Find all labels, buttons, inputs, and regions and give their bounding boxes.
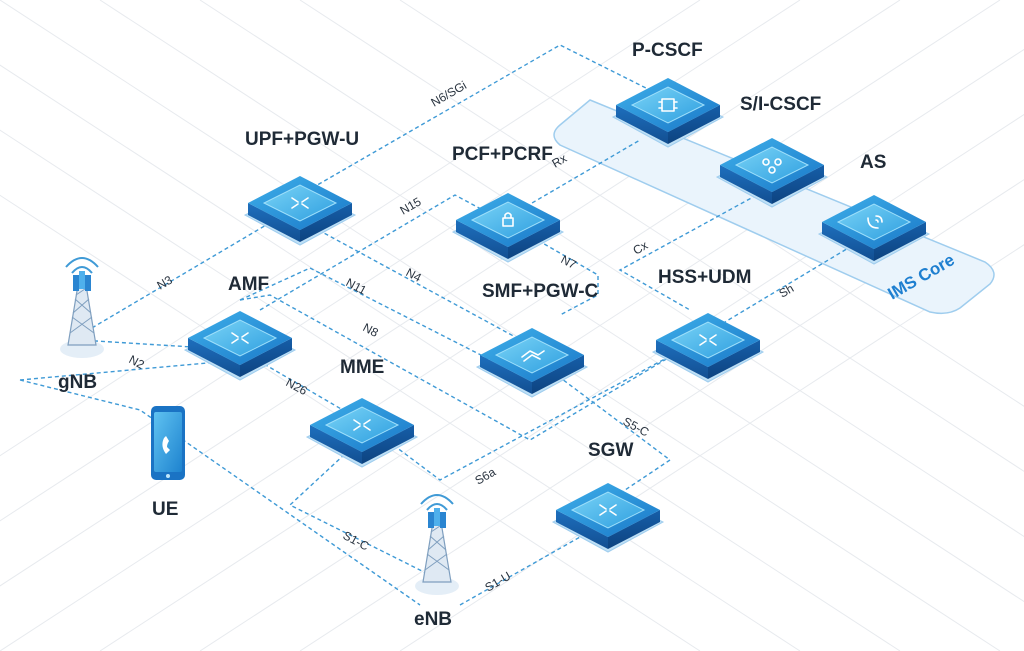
link-n8 — [239, 294, 691, 441]
node-smf-pgw-c — [476, 327, 588, 398]
link-sh — [719, 234, 871, 326]
link-cx — [618, 184, 776, 311]
router-icon — [353, 419, 371, 431]
label-s1-u: S1-U — [483, 569, 514, 595]
label-n7: N7 — [559, 252, 579, 272]
label-upf-pgw-u: UPF+PGW-U — [245, 129, 359, 150]
server-icon — [521, 350, 545, 362]
node-pcf-pcrf — [452, 192, 564, 263]
label-sgw: SGW — [588, 440, 633, 461]
node-p-cscf — [612, 77, 724, 148]
label-n6-sgi: N6/SGi — [429, 78, 470, 109]
link-s5-c — [529, 354, 672, 501]
label-cx: Cx — [631, 238, 651, 257]
link-s6a — [359, 339, 701, 481]
link-ue — [19, 359, 421, 606]
label-n8: N8 — [361, 320, 381, 340]
node-mme — [306, 397, 418, 468]
label-p-cscf: P-CSCF — [632, 40, 703, 61]
enb-tower-icon — [414, 494, 460, 596]
ue-phone-icon — [151, 406, 185, 480]
link-n4 — [299, 219, 531, 346]
links — [19, 44, 871, 606]
router-icon — [231, 332, 249, 344]
node-hss-udm — [652, 312, 764, 383]
label-ue: UE — [152, 499, 178, 520]
node-labels: P-CSCF S/I-CSCF AS UPF+PGW-U PCF+PCRF AM… — [58, 40, 958, 630]
chip-icon — [658, 98, 678, 112]
network-icon — [762, 158, 782, 174]
label-si-cscf: S/I-CSCF — [740, 94, 821, 115]
link-n7 — [519, 229, 599, 316]
label-enb: eNB — [414, 609, 452, 630]
link-rx — [519, 139, 641, 211]
node-sgw — [552, 482, 664, 553]
gnb-tower-icon — [59, 257, 105, 359]
router-icon — [599, 504, 617, 516]
link-n3 — [79, 204, 301, 336]
label-n4: N4 — [404, 265, 424, 285]
label-n3: N3 — [155, 273, 176, 293]
label-amf: AMF — [228, 274, 269, 295]
node-si-cscf — [716, 137, 828, 208]
label-gnb: gNB — [58, 372, 97, 393]
label-mme: MME — [340, 357, 384, 378]
link-n6-sgi — [299, 44, 671, 196]
link-s1-c — [288, 439, 441, 581]
router-icon — [291, 197, 309, 209]
link-n11 — [239, 267, 531, 381]
router-icon — [699, 334, 717, 346]
lock-icon — [502, 212, 514, 227]
label-sh: Sh — [777, 281, 797, 300]
label-pcf-pcrf: PCF+PCRF — [452, 144, 553, 165]
node-upf-pgw-u — [244, 175, 356, 246]
ims-core-panel — [553, 99, 995, 315]
label-n15: N15 — [398, 194, 424, 217]
label-s6a: S6a — [473, 465, 499, 488]
label-hss-udm: HSS+UDM — [658, 267, 751, 288]
label-n2: N2 — [127, 352, 147, 372]
node-amf — [184, 310, 296, 381]
label-s5-c: S5-C — [621, 414, 652, 439]
node-as — [818, 194, 930, 265]
label-as: AS — [860, 152, 886, 173]
phone-signal-icon — [867, 215, 883, 229]
label-smf-pgw-c: SMF+PGW-C — [482, 281, 599, 302]
label-rx: Rx — [550, 151, 570, 170]
